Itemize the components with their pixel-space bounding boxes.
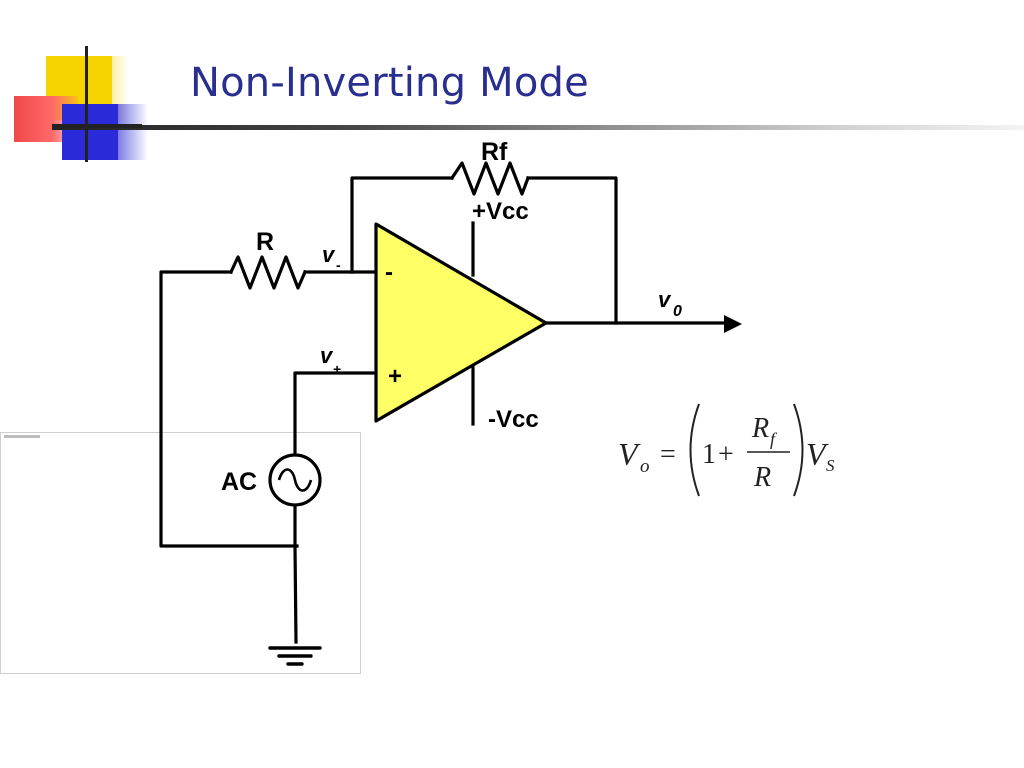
opamp-triangle xyxy=(374,222,548,423)
left-loop-wire xyxy=(159,270,299,548)
v-plus-subscript: + xyxy=(333,361,341,377)
equation-lhs-subscript: o xyxy=(640,456,650,477)
output-voltage-label: v xyxy=(658,287,672,312)
noninverting-input-wire xyxy=(293,371,378,457)
r-resistor xyxy=(228,255,308,290)
ground-icon xyxy=(268,646,322,666)
ac-source-icon xyxy=(268,453,322,507)
r-label: R xyxy=(256,228,274,256)
source-to-ground-wire xyxy=(293,502,298,644)
equation-one: 1 xyxy=(702,439,716,470)
equation-plus: + xyxy=(718,439,734,470)
v-plus-label: v xyxy=(320,343,334,368)
pos-supply-label: +Vcc xyxy=(472,198,529,225)
gain-equation: V o = 1 + R f R V S xyxy=(618,403,835,497)
noninverting-input-sign: + xyxy=(388,363,402,390)
feedback-wire-left xyxy=(350,176,454,274)
inverting-input-sign: - xyxy=(385,259,393,286)
decor-horizontal-line xyxy=(52,124,142,128)
rf-resistor xyxy=(449,161,531,196)
decor-vertical-line xyxy=(85,46,88,162)
title-underline xyxy=(52,125,1024,130)
placeholder-caption-mark xyxy=(4,435,40,438)
left-paren xyxy=(689,403,700,497)
equation-numerator: R xyxy=(751,413,769,444)
decor-blue-fade xyxy=(104,104,148,160)
rf-label: Rf xyxy=(481,138,508,166)
page-title: Non-Inverting Mode xyxy=(190,60,589,106)
equation-numerator-subscript: f xyxy=(770,429,778,449)
v-minus-label: v xyxy=(322,242,336,267)
equation-rhs-subscript: S xyxy=(826,456,835,475)
equation-equals: = xyxy=(660,439,676,470)
neg-supply-label: -Vcc xyxy=(488,406,539,433)
arrow-right-icon xyxy=(724,315,742,333)
v-minus-subscript: - xyxy=(336,257,341,273)
ac-source-label: AC xyxy=(221,468,257,496)
equation-lhs: V xyxy=(618,436,641,472)
right-paren xyxy=(793,403,804,497)
output-voltage-subscript: 0 xyxy=(673,303,682,320)
feedback-wire-right xyxy=(526,176,618,325)
equation-denominator: R xyxy=(753,462,771,493)
equation-rhs: V xyxy=(806,436,829,472)
